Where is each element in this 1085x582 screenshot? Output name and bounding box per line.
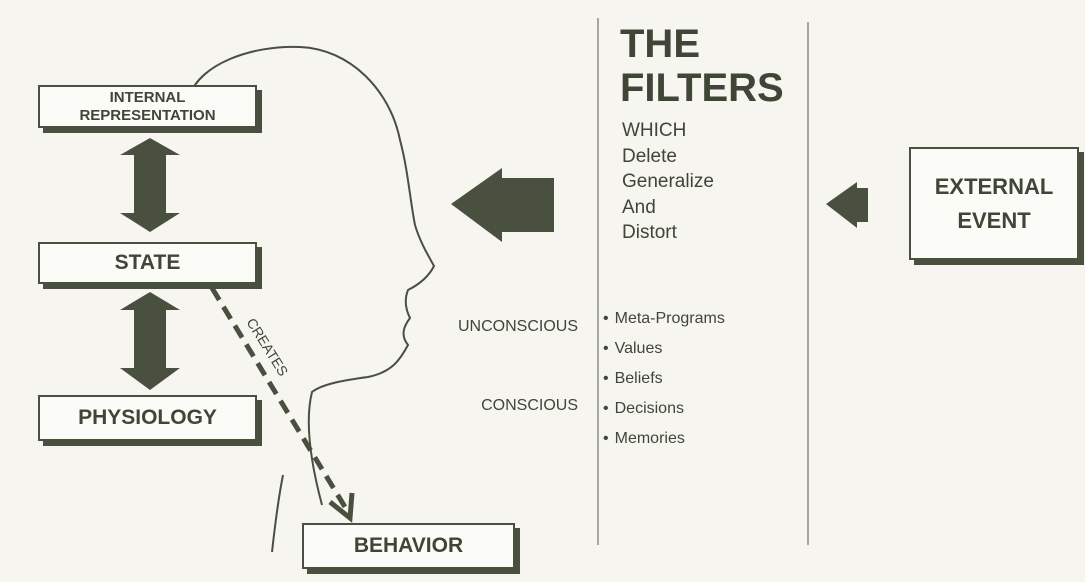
filters-title-line-1: THE xyxy=(620,22,784,66)
external-event-line-2: EVENT xyxy=(957,204,1030,238)
internal-representation-box: INTERNAL REPRESENTATION xyxy=(38,85,257,128)
filter-item: Decisions xyxy=(603,399,725,429)
filters-which-block: WHICH Delete Generalize And Distort xyxy=(622,118,714,246)
internal-representation-line-1: INTERNAL xyxy=(110,89,186,107)
which-line-3: Generalize xyxy=(622,169,714,195)
filter-item: Values xyxy=(603,339,725,369)
filters-title: THE FILTERS xyxy=(620,22,784,110)
conscious-label: CONSCIOUS xyxy=(481,397,578,415)
which-line-4: And xyxy=(622,195,714,221)
filters-title-line-2: FILTERS xyxy=(620,66,784,110)
unconscious-label: UNCONSCIOUS xyxy=(458,318,578,336)
filter-item: Beliefs xyxy=(603,369,725,399)
filter-item: Memories xyxy=(603,429,725,459)
which-line-1: WHICH xyxy=(622,118,714,144)
double-arrow-state-physiology xyxy=(120,292,180,390)
neck-back-outline xyxy=(272,475,283,552)
physiology-box: PHYSIOLOGY xyxy=(38,395,257,441)
double-arrow-representation-state xyxy=(120,138,180,232)
behavior-box: BEHAVIOR xyxy=(302,523,515,569)
which-line-2: Delete xyxy=(622,144,714,170)
external-event-box: EXTERNAL EVENT xyxy=(909,147,1079,260)
internal-representation-line-2: REPRESENTATION xyxy=(79,107,215,125)
filter-items-list: Meta-Programs Values Beliefs Decisions M… xyxy=(603,309,725,459)
event-to-filters-arrow xyxy=(826,182,868,228)
filters-to-head-arrow xyxy=(451,168,554,242)
which-line-5: Distort xyxy=(622,220,714,246)
external-event-line-1: EXTERNAL xyxy=(935,170,1054,204)
filter-item: Meta-Programs xyxy=(603,309,725,339)
physiology-label: PHYSIOLOGY xyxy=(78,406,217,430)
state-label: STATE xyxy=(115,251,181,275)
behavior-label: BEHAVIOR xyxy=(354,534,463,558)
state-box: STATE xyxy=(38,242,257,284)
